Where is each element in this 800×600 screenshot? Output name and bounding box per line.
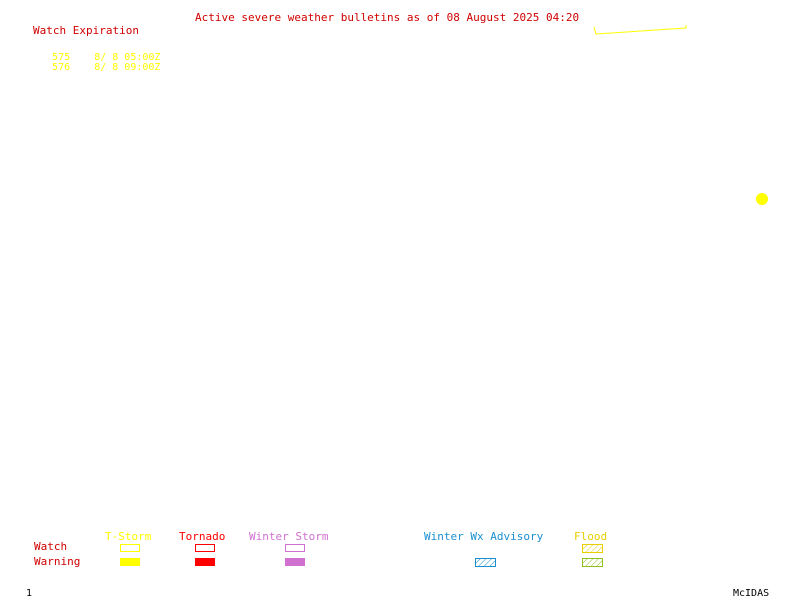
legend-tornado-label: Tornado <box>179 530 226 543</box>
winter-storm-watch-swatch <box>285 544 305 552</box>
legend-winter-wx-advisory-label: Winter Wx Advisory <box>424 530 544 543</box>
watch-expiration-header: Watch Expiration <box>33 24 139 37</box>
warning-area-marker <box>756 193 768 205</box>
bulletin-title: Active severe weather bulletins as of 08… <box>195 11 580 24</box>
watch-item-575: 575 8/ 8 05:00Z <box>40 41 160 63</box>
watch-expires: 8/ 8 05:00Z <box>94 52 161 63</box>
flood-watch-swatch <box>582 544 603 553</box>
watch-id: 576 <box>52 62 71 73</box>
frame-number: 1 <box>26 588 33 599</box>
tstorm-watch-swatch <box>120 544 140 552</box>
legend-watch-label: Watch <box>34 540 68 553</box>
watch-item-576: 576 8/ 8 09:00Z <box>40 51 160 73</box>
tornado-watch-swatch <box>195 544 215 552</box>
flood-warning-swatch <box>582 558 603 567</box>
winter-wx-advisory-swatch <box>475 558 496 567</box>
winter-storm-warning-swatch <box>285 558 305 566</box>
tstorm-warning-swatch <box>120 558 140 566</box>
legend-warning-label: Warning <box>34 555 81 568</box>
watch-id: 575 <box>52 52 71 63</box>
legend-flood-label: Flood <box>574 530 608 543</box>
legend-winter-storm-label: Winter Storm <box>249 530 329 543</box>
software-label: McIDAS <box>733 588 770 599</box>
watch-expires: 8/ 8 09:00Z <box>94 62 161 73</box>
watch-boundary-line <box>593 25 687 35</box>
legend-tstorm-label: T-Storm <box>105 530 152 543</box>
tornado-warning-swatch <box>195 558 215 566</box>
